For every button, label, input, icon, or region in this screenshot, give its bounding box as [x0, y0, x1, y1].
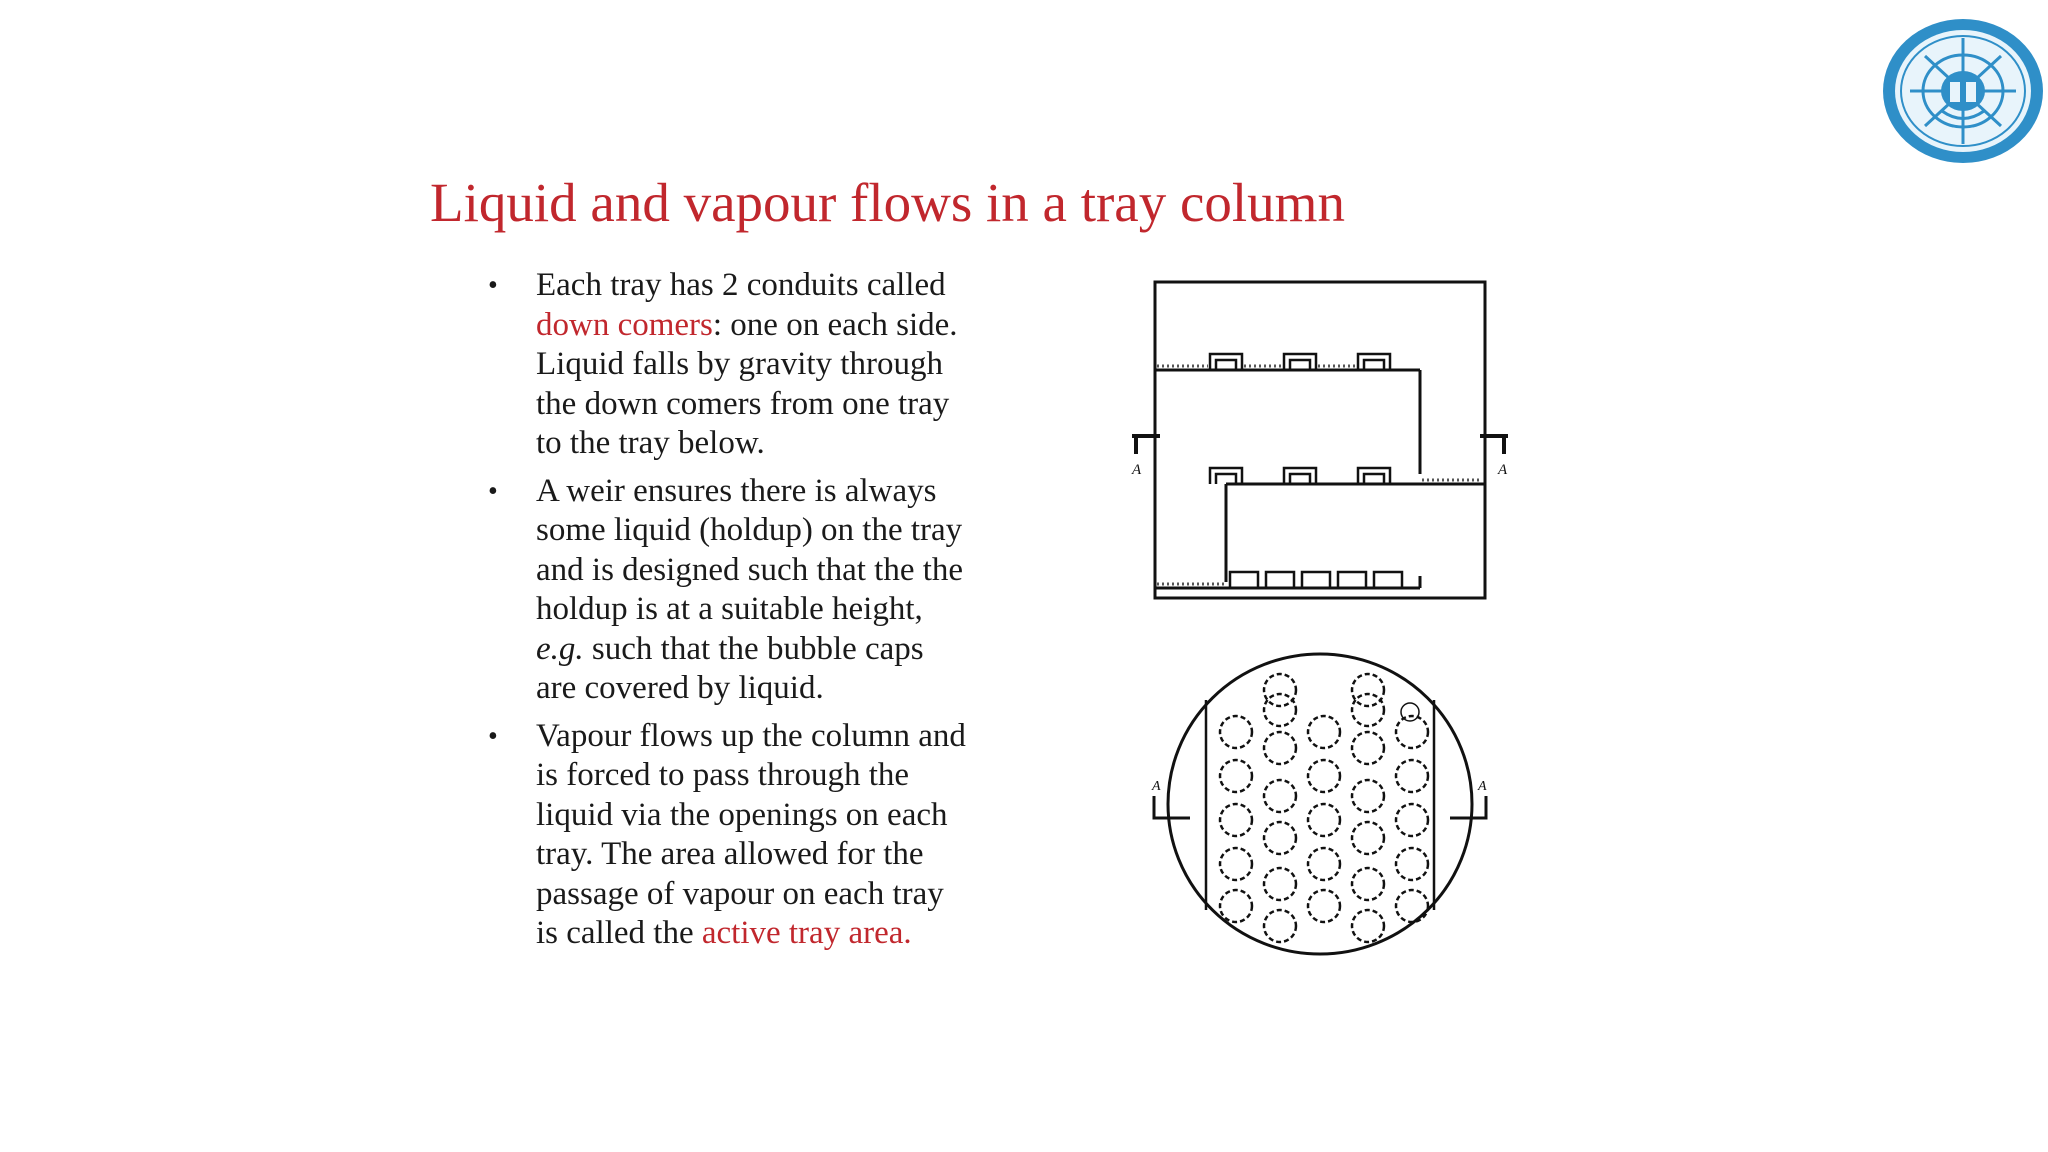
- bubble-cap: [1218, 888, 1254, 924]
- bubble-caps-tray-3: [1228, 570, 1404, 588]
- bullet-list: • Each tray has 2 conduits called down c…: [488, 266, 1048, 962]
- bullet-item-vapour: • Vapour flows up the column and is forc…: [488, 717, 1048, 954]
- bubble-cap: [1262, 820, 1298, 856]
- tray-top-view-diagram: A A: [1151, 652, 1488, 956]
- bubble-cap: [1262, 692, 1298, 728]
- bubble-cap: [1350, 866, 1386, 902]
- bubble-cap: [1306, 802, 1342, 838]
- bullet-text: A weir ensures there is always some liqu…: [536, 473, 963, 707]
- bubble-cap: [1218, 714, 1254, 750]
- highlight-term: down comers: [536, 306, 713, 343]
- bubble-cap: [1350, 820, 1386, 856]
- text-segment: A weir ensures there is always some liqu…: [536, 472, 964, 628]
- italic-term: e.g.: [536, 630, 584, 667]
- bubble-cap: [1306, 846, 1342, 882]
- text-segment: Vapour flows up the column and is forced…: [536, 717, 966, 952]
- bullet-marker: •: [488, 720, 498, 752]
- bullet-marker: •: [488, 475, 498, 507]
- bubble-cap: [1394, 714, 1430, 750]
- bubble-cap: [1218, 802, 1254, 838]
- bubble-cap: [1394, 758, 1430, 794]
- bullet-marker: •: [488, 270, 498, 301]
- text-segment: such that the bubble caps are covered by…: [536, 630, 924, 707]
- tray-outline: [1166, 652, 1474, 956]
- liquid-holdup: [1157, 364, 1482, 586]
- bubble-cap: [1262, 778, 1298, 814]
- bullet-text: Each tray has 2 conduits called down com…: [536, 267, 958, 461]
- bubble-cap: [1350, 778, 1386, 814]
- bubble-cap: [1306, 888, 1342, 924]
- bubble-cap: [1306, 714, 1342, 750]
- slide-title: Liquid and vapour flows in a tray column: [430, 172, 1345, 233]
- bubble-caps-tray-1: [1208, 352, 1392, 370]
- text-segment: Each tray has 2 conduits called: [536, 267, 946, 303]
- column-shell: [1153, 280, 1487, 600]
- highlight-term: active tray area.: [701, 915, 912, 951]
- bubble-cap-detail: [1400, 702, 1420, 722]
- university-seal-logo: [1883, 19, 2043, 163]
- section-label-right: A: [1477, 779, 1487, 794]
- bubble-cap: [1262, 730, 1298, 766]
- bullet-item-down-comers: • Each tray has 2 conduits called down c…: [488, 266, 1048, 464]
- bubble-cap: [1218, 846, 1254, 882]
- section-label-left: A: [1151, 779, 1161, 794]
- bubble-cap: [1306, 758, 1342, 794]
- bubble-cap: [1394, 888, 1430, 924]
- bubble-cap: [1262, 866, 1298, 902]
- bubble-cap-grid: [1218, 672, 1430, 944]
- bubble-cap: [1394, 802, 1430, 838]
- bubble-cap: [1350, 672, 1386, 708]
- tray-column-side-view-diagram: A A: [1131, 280, 1508, 600]
- section-label-right: A: [1497, 462, 1508, 478]
- bubble-cap: [1262, 672, 1298, 708]
- section-label-left: A: [1131, 462, 1142, 478]
- section-markers: [1152, 796, 1488, 820]
- bubble-cap: [1350, 908, 1386, 944]
- text-segment: : one on each side. Liquid falls by grav…: [536, 306, 958, 462]
- bullet-item-weir: • A weir ensures there is always some li…: [488, 472, 1048, 709]
- bubble-cap: [1350, 730, 1386, 766]
- bubble-cap: [1350, 692, 1386, 728]
- section-markers: [1132, 434, 1508, 454]
- bubble-cap: [1262, 908, 1298, 944]
- bullet-text: Vapour flows up the column and is forced…: [536, 718, 966, 952]
- bubble-cap: [1218, 758, 1254, 794]
- bubble-cap: [1394, 846, 1430, 882]
- bubble-caps-tray-2: [1208, 466, 1392, 484]
